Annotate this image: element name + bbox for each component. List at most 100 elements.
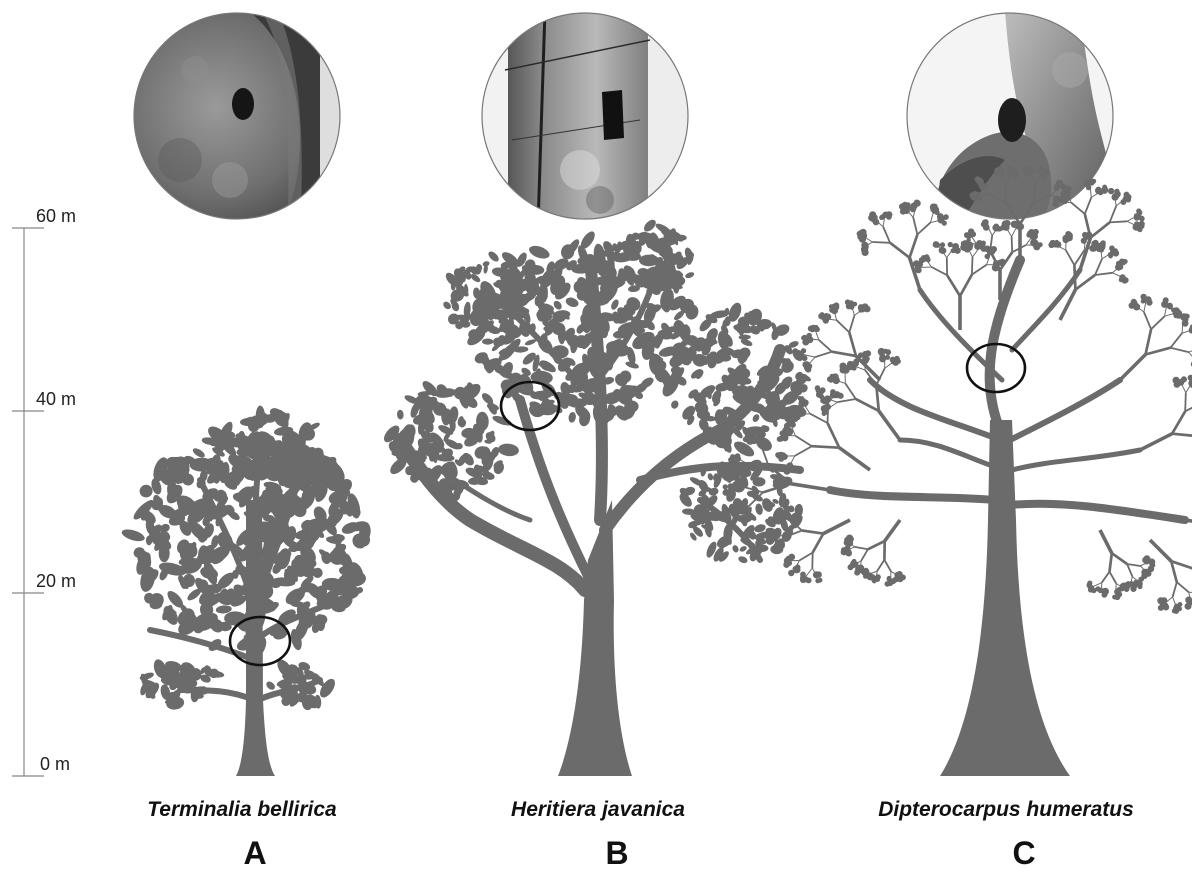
leaf-dot (1092, 588, 1097, 593)
leaf-dot (787, 419, 793, 425)
leaf-dot (874, 577, 878, 581)
twig (1150, 540, 1171, 561)
leaf-dot (1131, 586, 1136, 591)
twig (1140, 434, 1172, 450)
leaf-dot (939, 247, 945, 253)
twig (1127, 564, 1132, 576)
twig (972, 257, 973, 275)
twig (1172, 434, 1192, 437)
leaf-dot (1101, 246, 1105, 250)
leaf-dot (850, 564, 854, 568)
twig (1110, 221, 1128, 222)
leaf-dot (937, 214, 943, 220)
twig (1171, 561, 1177, 582)
leaf-dot (864, 306, 870, 312)
leaf-dot (787, 463, 793, 469)
leaf-dot (863, 351, 869, 357)
leaf-dot (1011, 221, 1017, 227)
leaf-dot (729, 486, 735, 492)
leaf-dot (820, 313, 824, 317)
twig (839, 448, 870, 470)
leaf-dot (849, 301, 853, 305)
leaf-dot (900, 204, 906, 210)
leaf-shape (751, 413, 760, 423)
twig (823, 520, 850, 534)
leaf-dot (1174, 382, 1180, 388)
twig (1172, 411, 1185, 433)
leaf-dot (965, 233, 970, 238)
leaf-dot (944, 215, 948, 219)
leaf-dot (914, 200, 920, 206)
twig (1127, 564, 1140, 566)
leaf-dot (1084, 234, 1090, 240)
scale-label-40: 40 m (36, 389, 76, 409)
twig (1100, 530, 1112, 553)
leaf-dot (775, 531, 780, 536)
leaf-dot (1057, 180, 1062, 185)
leaf-dot (1088, 581, 1092, 585)
tree-a-silhouette (120, 405, 371, 776)
leaf-dot (724, 489, 729, 494)
twig (1189, 348, 1192, 353)
leaf-dot (761, 426, 767, 432)
leaf-dot (859, 236, 865, 242)
cavity-photo-b (478, 10, 693, 225)
leaf-dot (1102, 187, 1108, 193)
leaf-dot (825, 314, 831, 320)
leaf-dot (887, 576, 891, 580)
leaf-shape (707, 473, 714, 482)
twig (832, 352, 856, 356)
twig (1110, 572, 1117, 584)
twig (913, 217, 917, 234)
twig (873, 242, 891, 243)
leaf-shape (482, 339, 493, 345)
scale-label-20: 20 m (36, 571, 76, 591)
leaf-dot (784, 558, 789, 563)
leaf-dot (930, 204, 936, 210)
leaf-dot (953, 244, 959, 250)
leaf-dot (985, 254, 989, 258)
twig (1110, 553, 1112, 572)
twig (1173, 582, 1177, 597)
leaf-dot (817, 572, 822, 577)
twig (1185, 393, 1186, 412)
twig (791, 484, 831, 490)
leaf-shape (397, 410, 404, 420)
leaf-dot (897, 572, 903, 578)
twig (932, 267, 948, 275)
leaf-dot (970, 193, 975, 198)
species-label-b: Heritiera javanica (511, 798, 685, 821)
leaf-dot (834, 303, 839, 308)
leaf-dot (1161, 598, 1167, 604)
leaf-dot (878, 348, 884, 354)
leaf-dot (1130, 582, 1134, 586)
leaf-dot (795, 566, 799, 570)
leaf-dot (778, 514, 782, 518)
twig (1071, 203, 1085, 214)
leaf-dot (796, 415, 800, 419)
twig (960, 275, 972, 296)
leaf-dot (1138, 585, 1142, 589)
leaf-dot (1039, 169, 1045, 175)
leaf-dot (1115, 594, 1120, 599)
leaf-dot (801, 349, 805, 353)
leaf-shape (139, 484, 154, 499)
leaf-dot (895, 356, 899, 360)
twig (972, 265, 987, 275)
leaf-shape (265, 680, 277, 692)
twig (1091, 222, 1110, 237)
leaf-dot (1143, 557, 1149, 563)
twig (1112, 553, 1127, 564)
twig (879, 411, 900, 440)
leaf-dot (789, 570, 794, 575)
leaf-dot (1138, 210, 1142, 214)
leaf-dot (961, 245, 967, 251)
leaf-dot (981, 222, 985, 226)
leaf-dot (1123, 260, 1127, 264)
leaf-dot (789, 506, 794, 511)
leaf-dot (1038, 243, 1042, 247)
twig (877, 560, 884, 571)
leaf-dot (1092, 179, 1096, 183)
leaf-dot (1096, 188, 1102, 194)
scale-label-0: 0 m (40, 754, 70, 774)
